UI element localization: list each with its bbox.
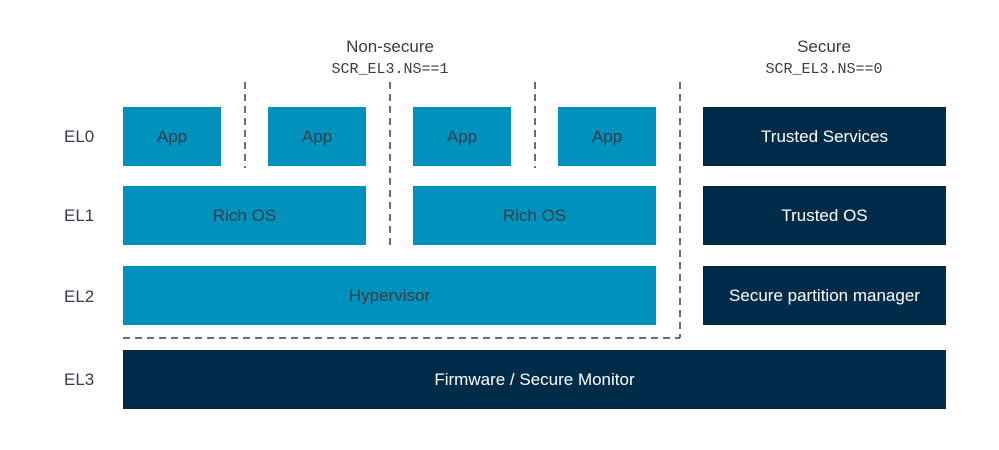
- level-label-el0: EL0: [64, 127, 95, 146]
- app-box-4: App: [558, 107, 656, 166]
- secure-partition-manager-label: Secure partition manager: [729, 285, 920, 305]
- app-label: App: [591, 126, 623, 146]
- trusted-services-box: Trusted Services: [703, 107, 946, 166]
- hypervisor-box: Hypervisor: [123, 266, 656, 325]
- level-label-el2: EL2: [64, 287, 95, 306]
- level-label-el3: EL3: [64, 370, 95, 389]
- rich-os-label: Rich OS: [212, 205, 277, 225]
- secure-partition-manager-box: Secure partition manager: [703, 266, 946, 325]
- trusted-os-box: Trusted OS: [703, 186, 946, 245]
- trusted-os-label: Trusted OS: [781, 205, 868, 225]
- rich-os-box-1: Rich OS: [123, 186, 366, 245]
- rich-os-label: Rich OS: [502, 205, 567, 225]
- app-label: App: [301, 126, 333, 146]
- hypervisor-label: Hypervisor: [348, 285, 431, 305]
- level-label-el1: EL1: [64, 206, 95, 225]
- firmware-secure-monitor-label: Firmware / Secure Monitor: [434, 369, 635, 389]
- rich-os-box-2: Rich OS: [413, 186, 656, 245]
- trusted-services-label: Trusted Services: [761, 126, 888, 146]
- secure-title: Secure: [797, 37, 851, 56]
- app-box-2: App: [268, 107, 366, 166]
- app-box-3: App: [413, 107, 511, 166]
- app-box-1: App: [123, 107, 221, 166]
- firmware-secure-monitor-box: Firmware / Secure Monitor: [123, 350, 946, 409]
- secure-header: Secure SCR_EL3.NS==0: [724, 37, 924, 79]
- app-label: App: [156, 126, 188, 146]
- secure-register: SCR_EL3.NS==0: [765, 61, 883, 78]
- app-label: App: [446, 126, 478, 146]
- non-secure-title: Non-secure: [346, 37, 434, 56]
- non-secure-register: SCR_EL3.NS==1: [331, 61, 449, 78]
- non-secure-header: Non-secure SCR_EL3.NS==1: [290, 37, 490, 79]
